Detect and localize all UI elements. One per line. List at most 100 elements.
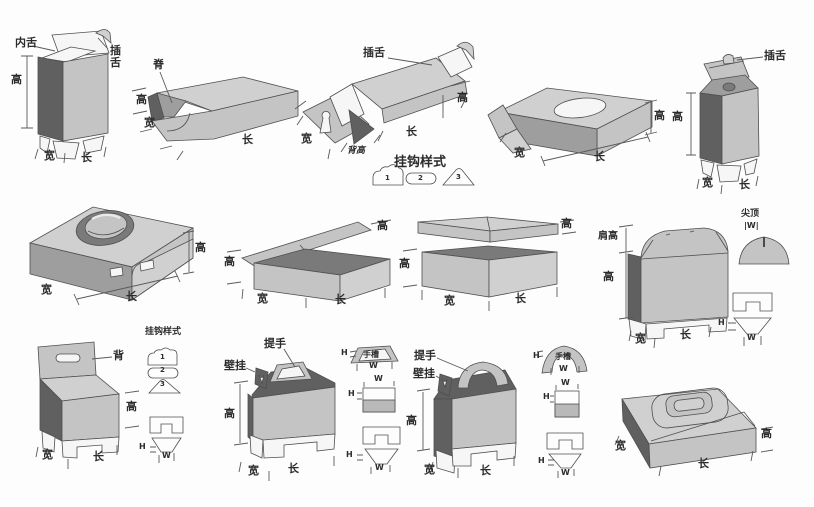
box-j-hook-3-label: 3 (160, 380, 165, 388)
detail-k-h3-label: H (346, 450, 353, 459)
box-c-back-height-label: 背高 (347, 146, 366, 156)
box-j-width-label: 宽 (42, 448, 53, 461)
box-k-wall-mount-label: 壁挂 (224, 359, 246, 372)
notch-cut (546, 432, 584, 450)
hang-hole (258, 374, 265, 385)
box-i-height-label: 高 (603, 270, 614, 283)
trapezoid-cut (151, 437, 182, 453)
box-c-hook-1-label: 1 (385, 174, 390, 182)
hang-hole (319, 110, 332, 134)
box-b-width-label: 宽 (144, 116, 155, 129)
box-g-height-label: 高 (224, 255, 235, 268)
hang-hole (441, 378, 448, 389)
box-a-length-label: 长 (81, 151, 92, 164)
box-hang-tab-display (294, 41, 475, 186)
box-l-length-label: 长 (480, 464, 491, 477)
box-b-length-label: 长 (242, 133, 253, 146)
detail-cut-right (728, 292, 773, 346)
tissue-opening (553, 97, 607, 119)
detail-k-h1-label: H (341, 348, 348, 357)
detail-dome-w-label: |W| (744, 221, 759, 230)
clasp (109, 266, 124, 278)
box-j-hook-styles-label: 挂钩样式 (145, 327, 182, 337)
box-c-hook-2-label: 2 (418, 174, 423, 182)
box-j-w-label: W (162, 451, 171, 460)
box-l-wall-mount-label: 壁挂 (413, 367, 435, 380)
handle-hole (276, 365, 306, 380)
box-e-length-label: 长 (739, 178, 750, 191)
box-j-hook-2-label: 2 (160, 366, 165, 374)
handle-cutout (651, 387, 729, 429)
notch-cut (362, 426, 401, 445)
box-ridge-tray (131, 71, 304, 161)
box-j-height-label: 高 (126, 400, 137, 413)
detail-k-hand-slot-label: 手槽 (363, 350, 379, 359)
box-i-length-label: 长 (680, 328, 691, 341)
box-c-height-label: 高 (457, 91, 468, 104)
box-i-width-label: 宽 (635, 332, 646, 345)
box-k-length-label: 长 (288, 462, 299, 475)
swirl-handle (75, 210, 135, 246)
detail-cut-right-h-label: H (718, 318, 725, 327)
box-shoulder-top (618, 224, 729, 349)
box-c-insert-tongue-label: 插舌 (363, 46, 385, 59)
box-cake (28, 206, 195, 306)
box-g-lid-height-label: 高 (377, 219, 388, 232)
box-e-insert-tongue-label: 插舌 (764, 49, 786, 62)
detail-k-w2-label: W (374, 374, 383, 383)
box-f-width-label: 宽 (41, 283, 52, 296)
thumb-hole (722, 82, 736, 92)
box-j-hook-1-label: 1 (160, 353, 165, 361)
inner-flap (40, 46, 97, 63)
box-tuck-top-carton (21, 29, 112, 164)
detail-dome-top (738, 236, 790, 265)
hook-1-icon (147, 347, 178, 366)
box-l-handle-label: 提手 (414, 349, 436, 362)
carry-handle (457, 361, 509, 389)
hook-2-icon (147, 367, 179, 379)
notch-cut (149, 416, 184, 434)
box-m-height-label: 高 (761, 427, 772, 440)
detail-trapezoid-handle-cuts (349, 345, 401, 474)
hook-3-icon (148, 379, 182, 394)
box-e-width-label: 宽 (702, 176, 713, 189)
hook-style-icons (147, 347, 182, 394)
box-g-width-label: 宽 (257, 292, 268, 305)
box-flip-top-carton (686, 54, 764, 195)
detail-k-w3-label: W (375, 463, 384, 472)
box-c-width-label: 宽 (301, 132, 312, 145)
box-f-length-label: 长 (126, 290, 137, 303)
detail-dome-pointed-top-label: 尖顶 (741, 209, 760, 219)
tuck-tab (95, 29, 112, 44)
tuck-tab (722, 54, 735, 65)
detail-cut-right-w-label: W (747, 333, 756, 342)
box-trapezoid-handle (233, 348, 336, 481)
detail-l-w1-label: W (559, 364, 568, 373)
box-i-shoulder-height-label: 肩高 (598, 231, 618, 242)
trapezoid-cut (364, 448, 399, 465)
handle-band (541, 345, 588, 374)
notch-cut (732, 292, 773, 312)
box-b-ridge-label: 脊 (153, 58, 164, 71)
detail-l-w2-label: W (561, 378, 570, 387)
box-l-width-label: 宽 (424, 463, 435, 476)
box-d-height-label: 高 (654, 109, 665, 122)
detail-k-h2-label: H (348, 389, 355, 398)
box-h-lid-height-label: 高 (561, 217, 572, 230)
box-j-h-label: H (139, 442, 146, 451)
box-h-width-label: 宽 (444, 294, 455, 307)
detail-k-w1-label: W (369, 361, 378, 370)
box-c-hook-3-label: 3 (456, 173, 461, 181)
box-a-height-label: 高 (11, 73, 22, 86)
hook-style-icons (372, 164, 475, 186)
detail-l-w3-label: W (561, 468, 570, 477)
trapezoid-cut (548, 453, 582, 469)
box-k-handle-label: 提手 (264, 337, 286, 350)
tuck-tab (456, 41, 475, 61)
box-suitcase (614, 387, 774, 477)
box-hinged-lid (226, 219, 392, 308)
box-d-length-label: 长 (594, 150, 605, 163)
trapezoid-cut (733, 317, 772, 335)
box-tissue (487, 87, 658, 167)
